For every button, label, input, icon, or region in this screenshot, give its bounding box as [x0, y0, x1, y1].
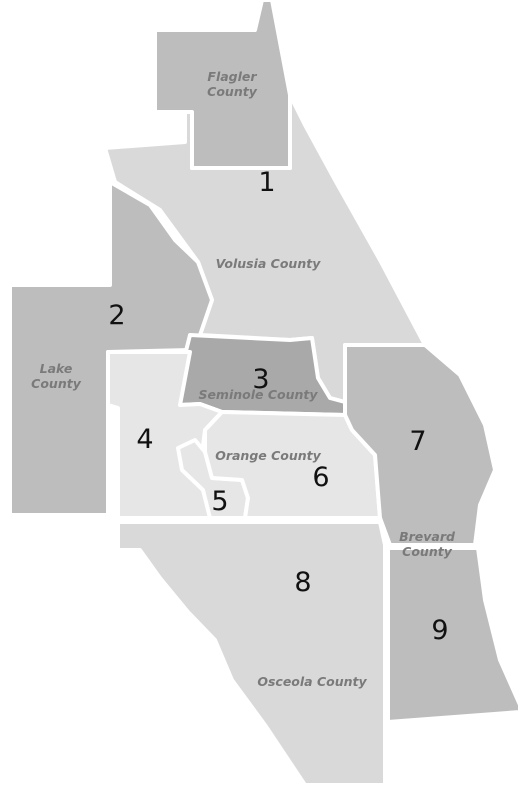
- region-district-9: [386, 546, 522, 724]
- district-number-5: 5: [211, 486, 228, 517]
- region-flagler: [153, 0, 292, 170]
- label-lake-line2: County: [31, 376, 82, 391]
- district-number-9: 9: [431, 615, 448, 646]
- label-orange: Orange County: [215, 448, 321, 463]
- district-number-8: 8: [294, 567, 311, 598]
- label-brevard-line2: County: [402, 544, 453, 559]
- district-number-4: 4: [136, 424, 153, 455]
- label-flagler-line2: County: [207, 84, 258, 99]
- label-volusia: Volusia County: [216, 256, 322, 271]
- label-brevard-line1: Brevard: [399, 529, 456, 544]
- label-flagler-line1: Flagler: [207, 69, 257, 84]
- region-lake: [8, 180, 214, 517]
- district-number-1: 1: [258, 167, 275, 198]
- district-number-7: 7: [409, 426, 426, 457]
- district-number-6: 6: [312, 462, 329, 493]
- region-district-7: [343, 343, 497, 547]
- label-lake-line1: Lake: [40, 361, 73, 376]
- district-number-3: 3: [252, 364, 269, 395]
- label-osceola: Osceola County: [257, 674, 367, 689]
- label-seminole: Seminole County: [198, 387, 318, 402]
- district-number-2: 2: [108, 300, 125, 331]
- region-osceola: [116, 520, 387, 785]
